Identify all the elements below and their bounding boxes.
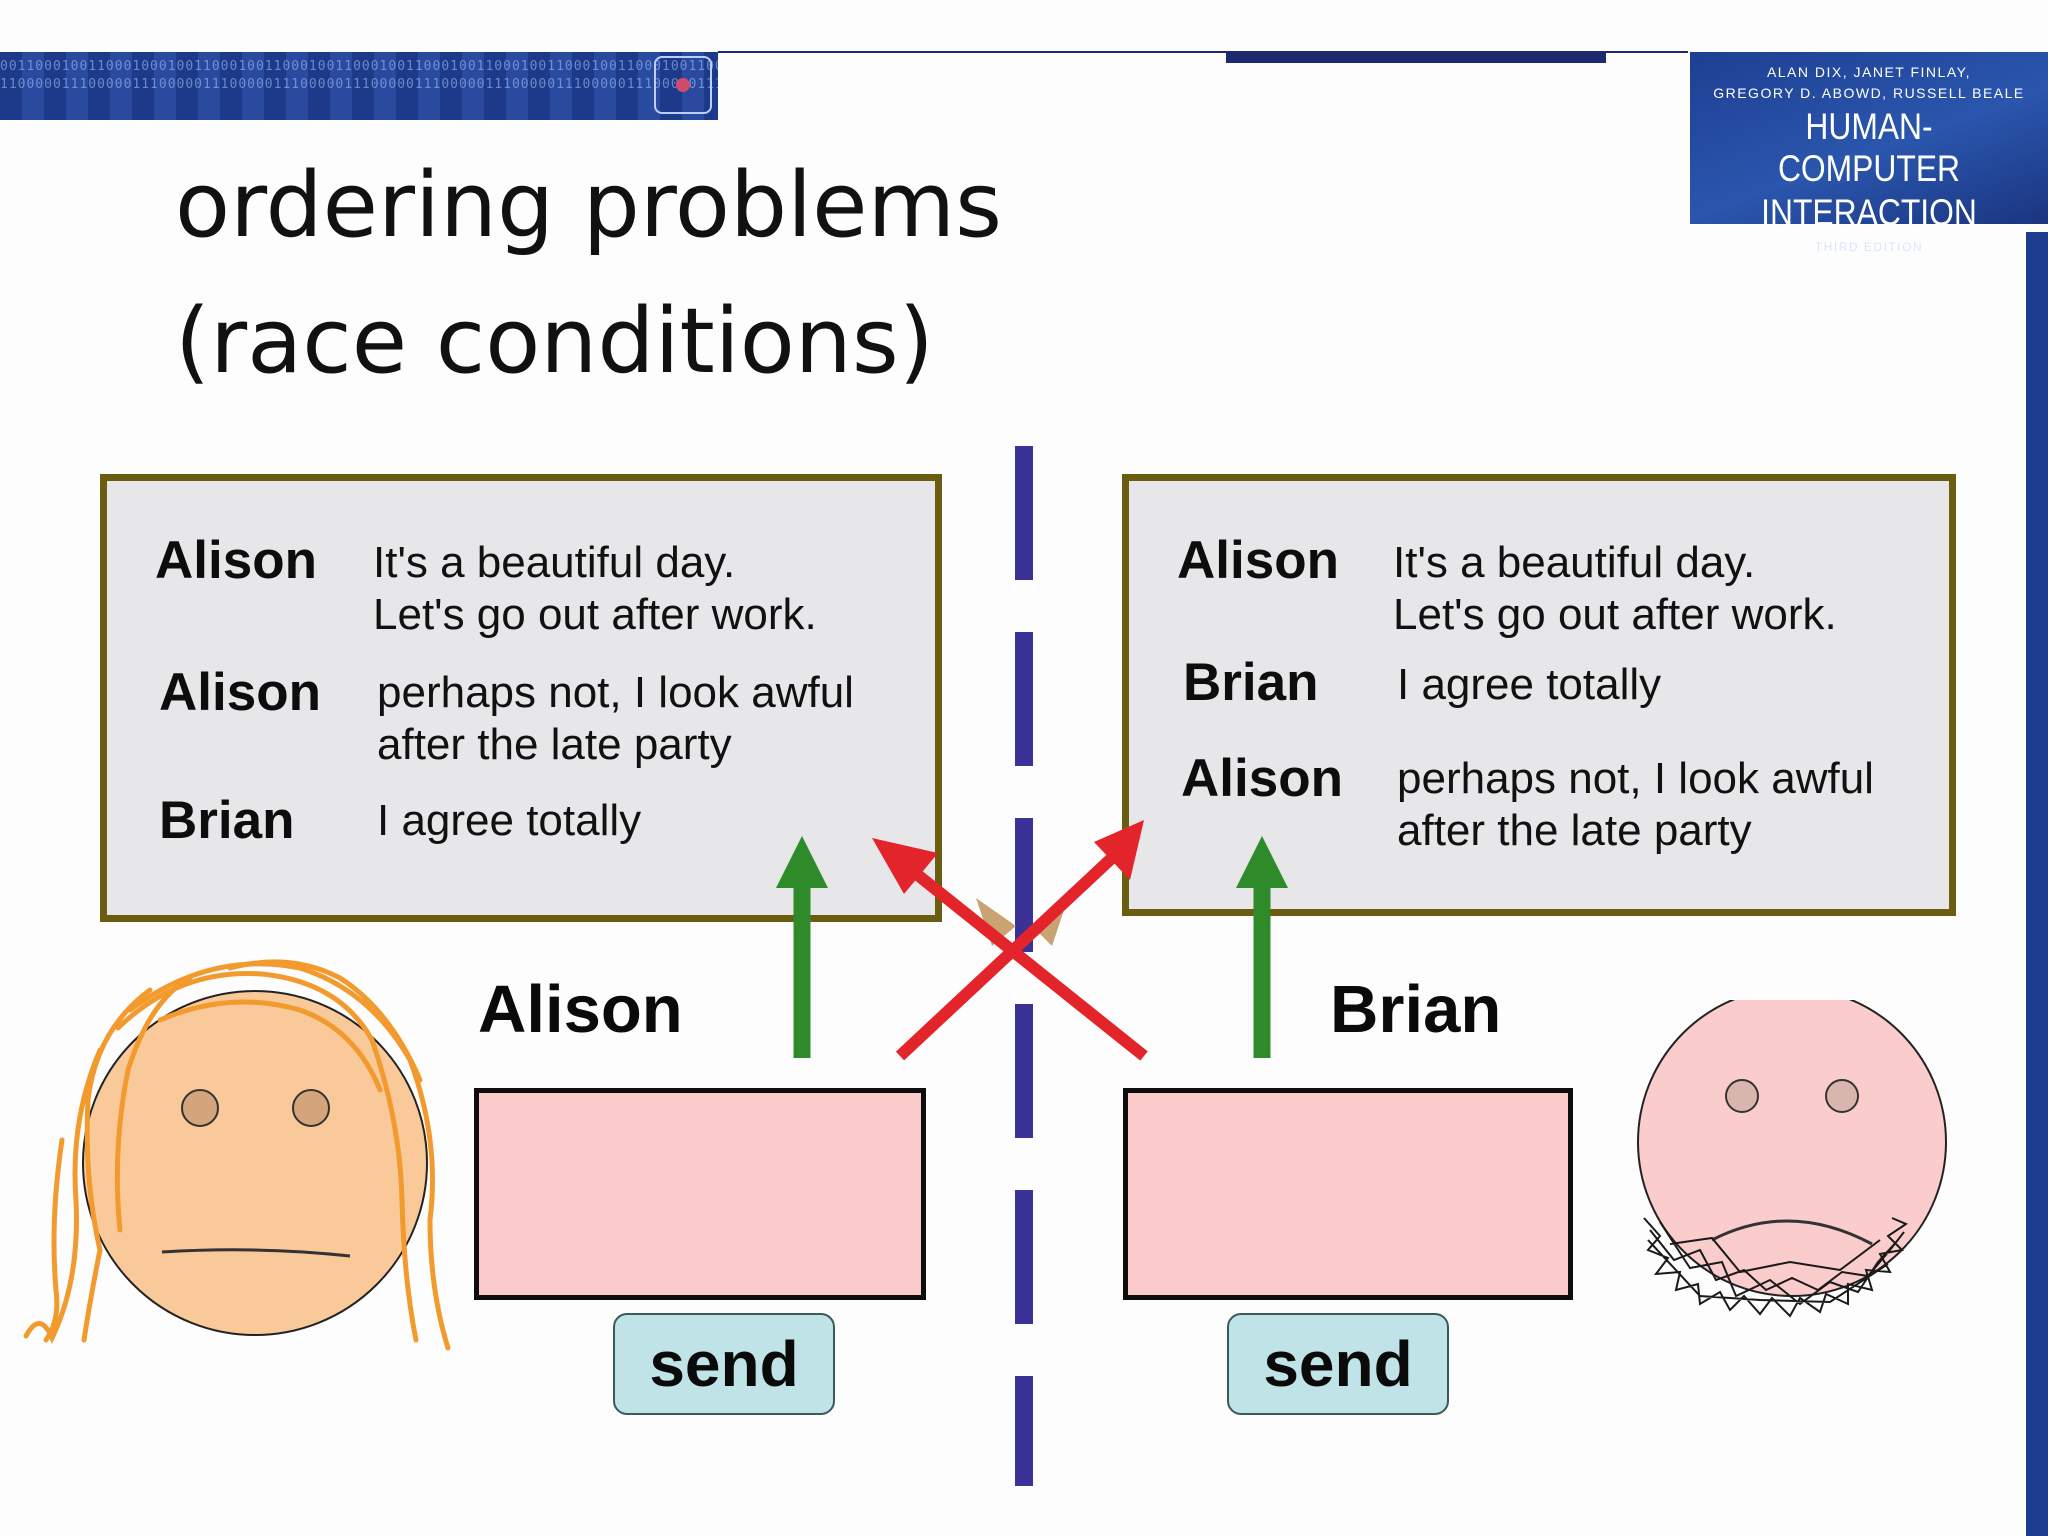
slide-title-line1: ordering problems <box>175 153 1003 258</box>
book-edition: THIRD EDITION <box>1814 240 1924 254</box>
brian-avatar <box>1637 1000 1947 1318</box>
alison-face <box>82 990 428 1336</box>
brian-to-alison-arrow-shaft <box>910 867 1148 1061</box>
brian-mouth <box>1711 1219 1873 1246</box>
alison-delay-marker <box>976 898 1016 946</box>
right-rule <box>2026 232 2048 1536</box>
slide-title-line2: (race conditions) <box>175 289 934 394</box>
right-msg1-sender: Alison <box>1177 531 1339 590</box>
book-authors-line1: ALAN DIX, JANET FINLAY, <box>1766 64 1972 80</box>
alison-to-brian-arrow-head <box>1094 820 1144 880</box>
brian-left-eye <box>1725 1079 1759 1113</box>
brian-send-button[interactable]: send <box>1227 1313 1449 1415</box>
alison-avatar <box>23 959 451 1351</box>
brian-right-eye <box>1825 1079 1859 1113</box>
brian-face <box>1637 1000 1947 1297</box>
book-cover-logo: ALAN DIX, JANET FINLAY, GREGORY D. ABOWD… <box>1690 52 2048 254</box>
right-msg3-sender: Alison <box>1181 749 1343 808</box>
brian-beard <box>1643 1217 1909 1318</box>
alison-name-label: Alison <box>478 972 683 1047</box>
brian-message-input[interactable] <box>1123 1088 1573 1300</box>
left-msg1-text: It's a beautiful day. Let's go out after… <box>373 538 817 639</box>
alison-left-eye <box>181 1089 219 1127</box>
brian-to-alison-arrow-head <box>872 838 938 894</box>
right-msg2-sender: Brian <box>1183 653 1319 712</box>
alison-local-arrow-head <box>776 836 828 888</box>
book-title-line1: HUMAN-COMPUTER <box>1777 106 1961 189</box>
binary-banner: 0011000100110001000100110001001100010011… <box>0 52 718 120</box>
right-msg2-text: I agree totally <box>1397 660 1662 709</box>
alison-right-eye <box>292 1089 330 1127</box>
alison-message-input[interactable] <box>474 1088 926 1300</box>
left-msg1-sender: Alison <box>155 531 317 590</box>
book-title-line2: INTERACTION <box>1761 192 1977 233</box>
alison-to-brian-arrow-shaft <box>895 851 1119 1061</box>
slide-title: ordering problems (race conditions) <box>175 138 1002 410</box>
left-msg2-sender: Alison <box>159 663 321 722</box>
book-authors-line2: GREGORY D. ABOWD, RUSSELL BEALE <box>1713 85 2025 101</box>
alison-hair <box>23 959 451 1351</box>
left-msg3-sender: Brian <box>159 791 295 850</box>
network-node-icon <box>654 56 712 114</box>
top-rule <box>718 51 1688 53</box>
right-msg1-text: It's a beautiful day. Let's go out after… <box>1393 538 1837 639</box>
alison-send-button[interactable]: send <box>613 1313 835 1415</box>
brian-name-label: Brian <box>1330 972 1502 1047</box>
banner-bits: 0011000100110001000100110001001100010011… <box>0 59 718 92</box>
alison-mouth <box>161 1248 351 1258</box>
left-chat-window: Alison It's a beautiful day. Let's go ou… <box>100 474 942 922</box>
left-msg2-text: perhaps not, I look awful after the late… <box>377 668 854 769</box>
left-msg3-text: I agree totally <box>377 796 642 845</box>
right-msg3-text: perhaps not, I look awful after the late… <box>1397 754 1874 855</box>
brian-local-arrow-head <box>1236 836 1288 888</box>
top-bar-accent <box>1226 51 1606 63</box>
